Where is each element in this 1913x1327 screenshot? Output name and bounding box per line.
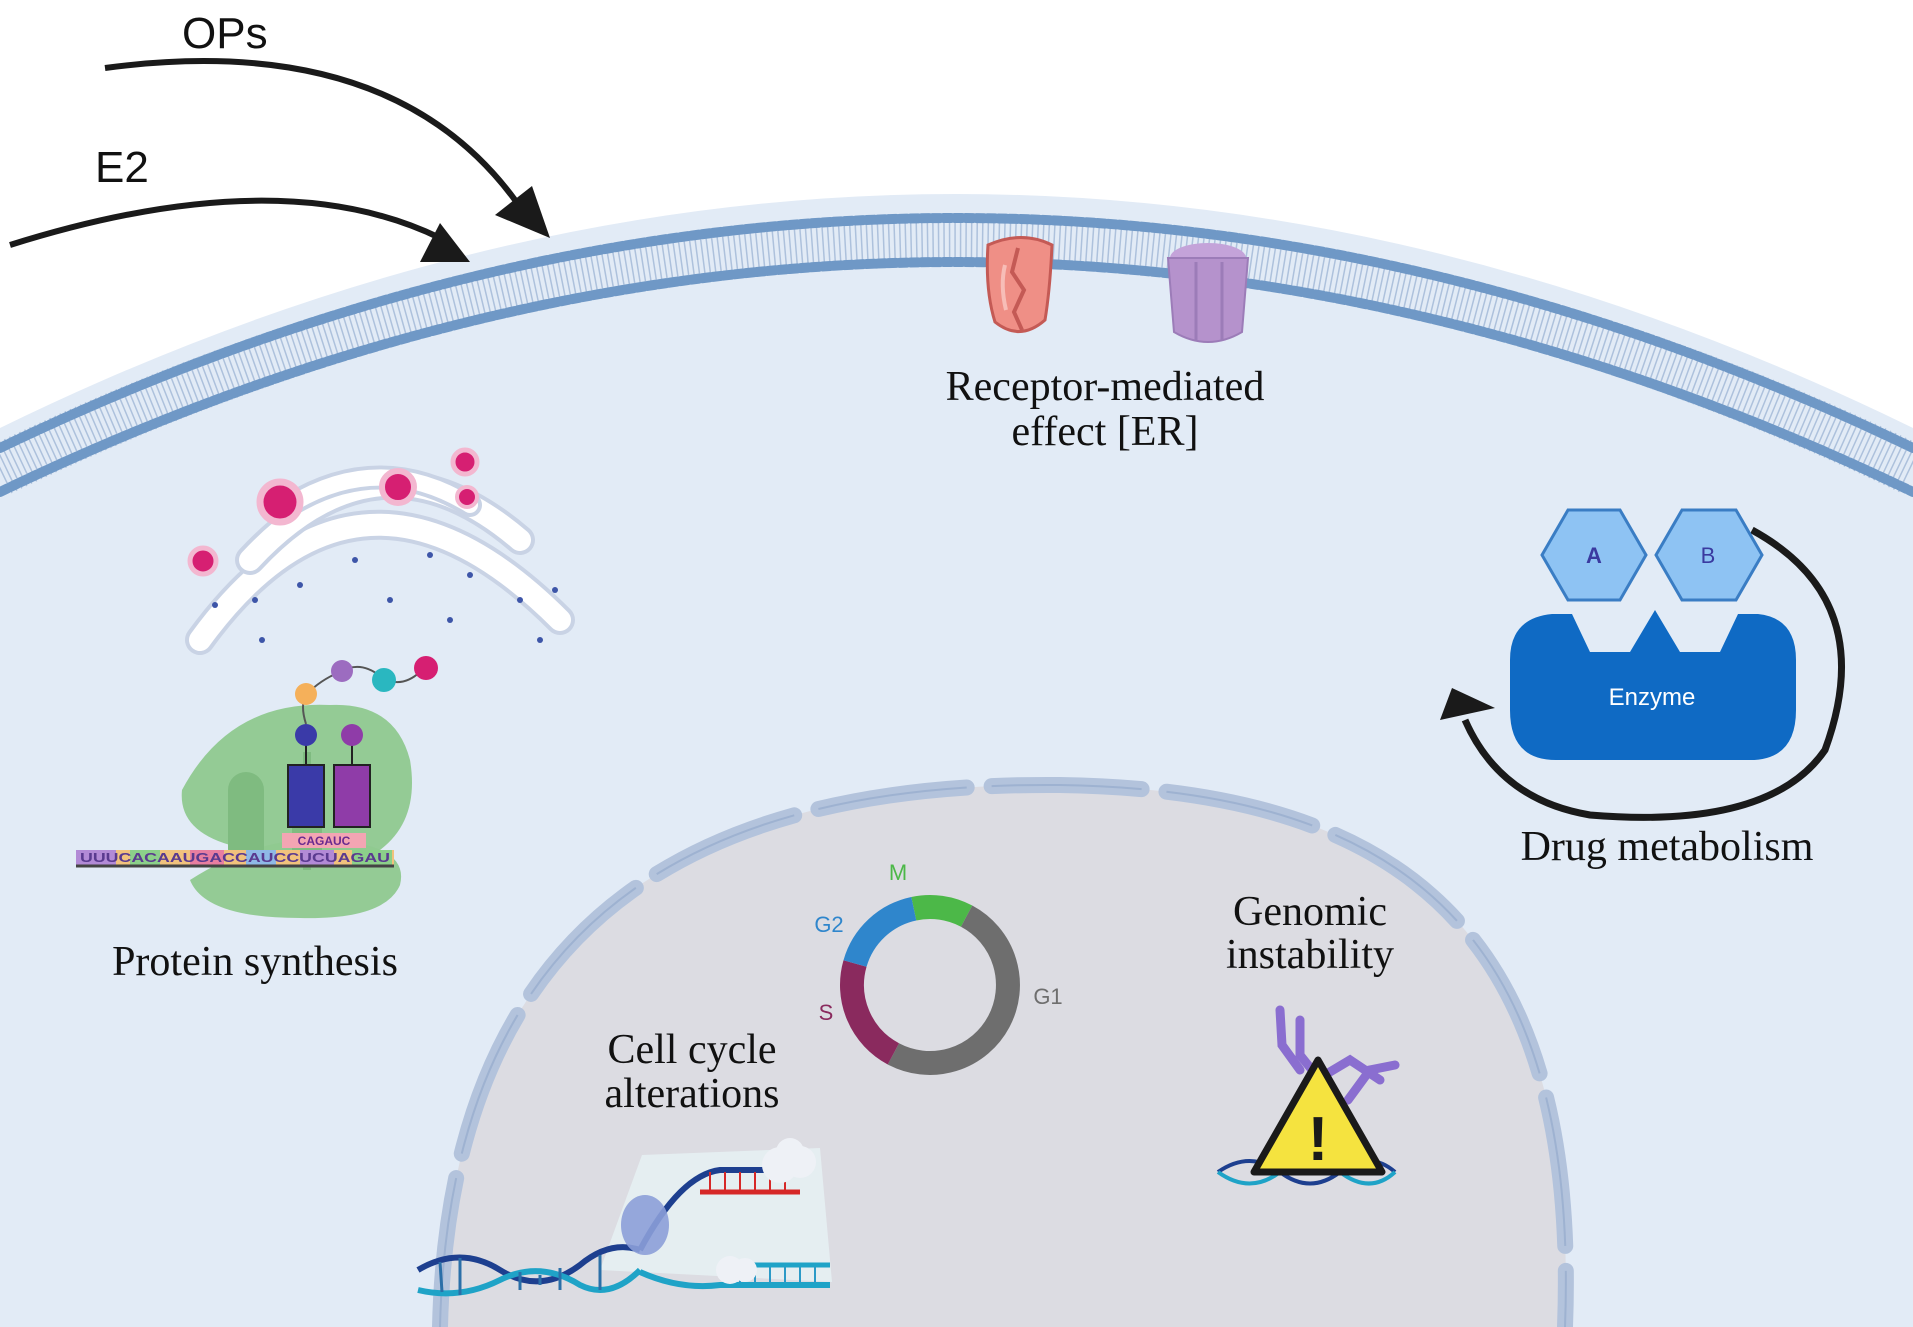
warning-icon: [1250, 1056, 1386, 1176]
phase-g2-label: G2: [814, 912, 843, 937]
mrna-sequence: UUUCACAAUGACCAUCCUCUAGAU: [80, 850, 390, 865]
drug-metabolism-label: Drug metabolism: [1521, 824, 1814, 870]
receptor-channel-icon: [985, 236, 1054, 333]
trna-icon: [287, 724, 371, 828]
polypeptide-chain-icon: [295, 656, 438, 725]
substrate-a-label: A: [1586, 543, 1602, 568]
phase-s-label: S: [819, 1000, 834, 1025]
cycle-segment-g2: [843, 896, 917, 968]
enzyme-label: Enzyme: [1609, 684, 1696, 711]
mrna-strand: CAGAUC UUUCACAAUGACCAUCCUCUAGAU: [76, 833, 394, 868]
receptor-label-line1: Receptor-mediated: [946, 364, 1265, 410]
ops-label: OPs: [182, 9, 268, 58]
substrate-b-label: B: [1701, 543, 1716, 568]
cell-cycle-ring: [840, 895, 1020, 1075]
phase-g1-label: G1: [1033, 984, 1062, 1009]
phase-m-label: M: [889, 860, 907, 885]
e2-arrow: [9, 197, 470, 262]
drug-metabolism-cycle: [1440, 526, 1846, 821]
ops-arrow: [104, 58, 550, 238]
cycle-segment-m: [911, 895, 973, 927]
codon-text: CAGAUC: [298, 834, 351, 848]
protein-synthesis-label: Protein synthesis: [112, 939, 398, 985]
substrate-b-icon: [1654, 508, 1764, 602]
dna-replication-icon: [416, 1138, 832, 1297]
cycle-segment-s: [840, 960, 900, 1065]
cell-cycle-label-line2: alterations: [605, 1071, 780, 1117]
membrane-protein-icon: [1166, 243, 1250, 343]
genomic-label-line2: instability: [1226, 932, 1394, 978]
warning-symbol: !: [1308, 1105, 1329, 1174]
vesicles-icon: [187, 447, 480, 577]
substrate-a-icon: [1540, 508, 1648, 602]
cell-membrane: [0, 213, 1913, 497]
enzyme-icon: [1510, 610, 1796, 760]
e2-label: E2: [95, 143, 149, 192]
cell-cycle-label-line1: Cell cycle: [607, 1027, 776, 1073]
receptor-label-line2: effect [ER]: [1012, 409, 1199, 455]
cycle-segment-g1: [887, 905, 1020, 1075]
genomic-label-line1: Genomic: [1233, 889, 1387, 935]
